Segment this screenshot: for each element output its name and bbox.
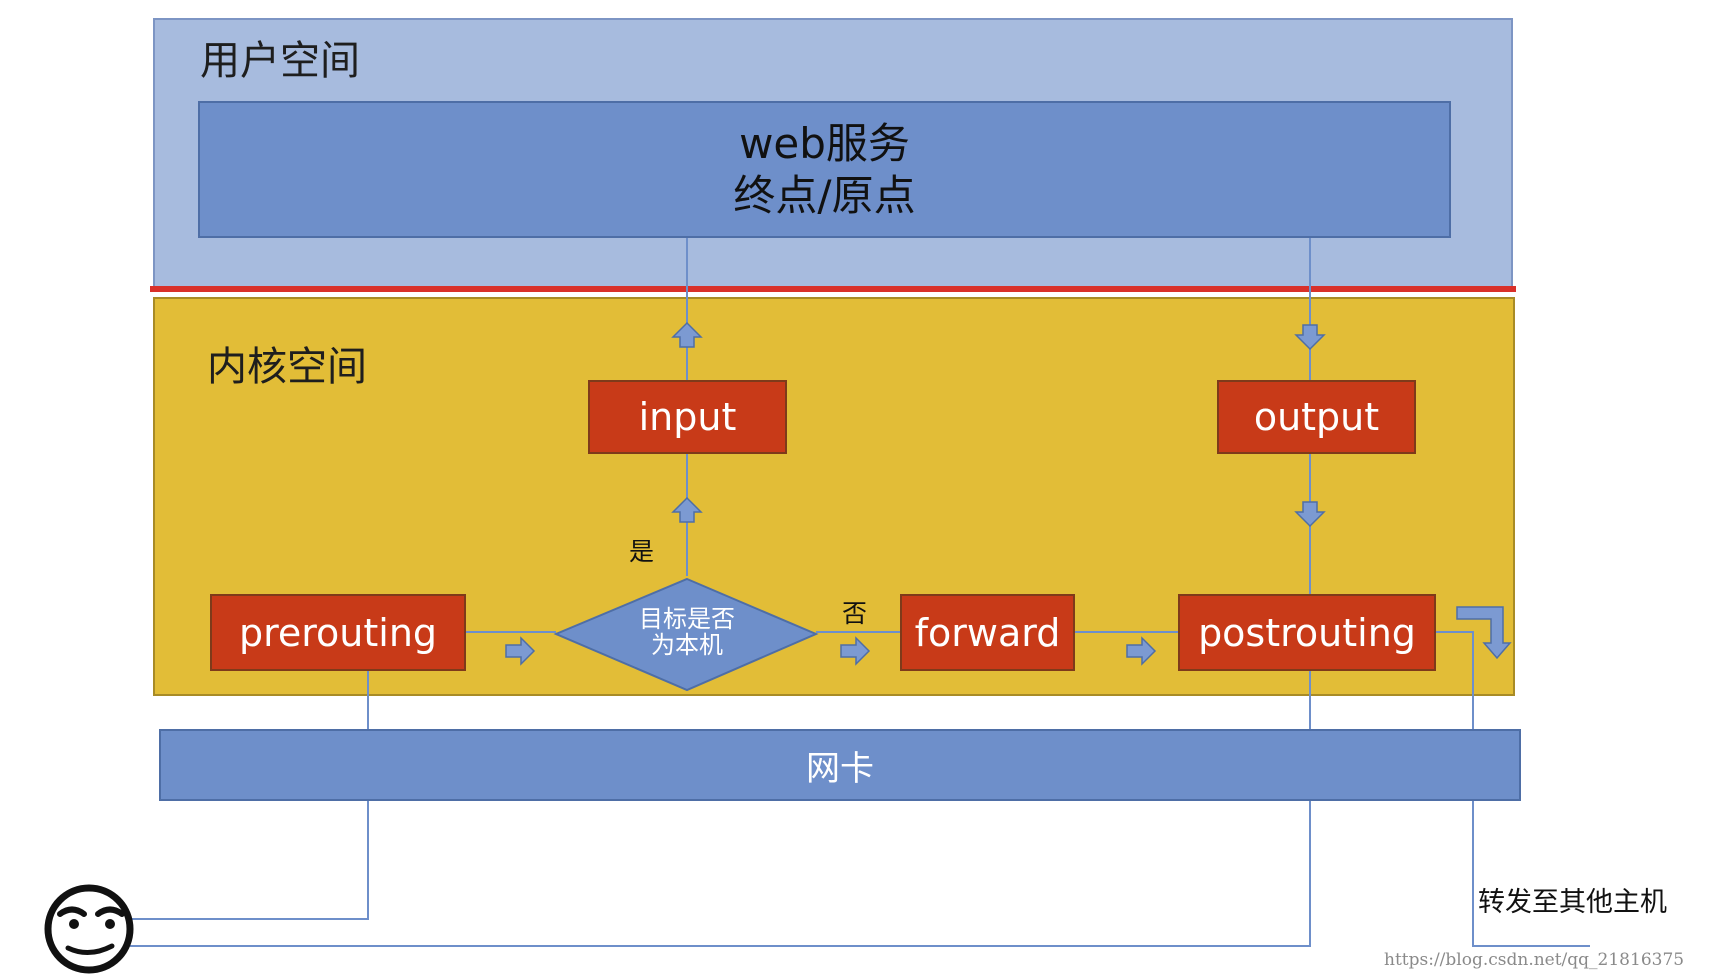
decision-label: 目标是否 为本机 [600, 606, 774, 658]
nic-label: 网卡 [806, 748, 874, 789]
decision-line-2: 为本机 [651, 631, 723, 659]
endpoint-label: 终点/原点 [733, 170, 916, 220]
user-kernel-divider [150, 286, 1516, 292]
kernel-space-title: 内核空间 [207, 344, 367, 390]
decision-line-1: 目标是否 [639, 605, 735, 633]
connector-nic-to-client-out [130, 801, 1311, 947]
arrow-right-icon [840, 636, 871, 666]
arrow-down-icon [1294, 324, 1326, 351]
arrow-up-icon [671, 496, 703, 523]
connector-postrouting-to-other-host [1434, 631, 1474, 729]
decision-diamond [553, 577, 819, 692]
hook-postrouting: postrouting [1178, 594, 1436, 671]
client-face-icon [44, 884, 134, 974]
no-label: 否 [842, 599, 868, 628]
web-service-label: web服务 [739, 118, 910, 168]
connector-nic-to-client-in [130, 801, 369, 920]
bent-down-arrow-icon [1456, 606, 1512, 660]
arrow-up-icon [671, 321, 703, 348]
watermark-url: https://blog.csdn.net/qq_21816375 [1384, 950, 1685, 970]
yes-label: 是 [629, 537, 655, 566]
web-service-box: web服务 终点/原点 [198, 101, 1451, 238]
connector-nic-to-other-host [1472, 801, 1590, 947]
user-space-title: 用户空间 [200, 38, 360, 84]
hook-input: input [588, 380, 787, 454]
hook-forward: forward [900, 594, 1075, 671]
hook-prerouting: prerouting [210, 594, 466, 671]
forward-to-other-host-label: 转发至其他主机 [1478, 887, 1667, 918]
arrow-down-icon [1294, 501, 1326, 528]
arrow-right-icon [505, 636, 536, 666]
nic-box: 网卡 [159, 729, 1521, 801]
arrow-right-icon [1126, 636, 1157, 666]
hook-output: output [1217, 380, 1416, 454]
